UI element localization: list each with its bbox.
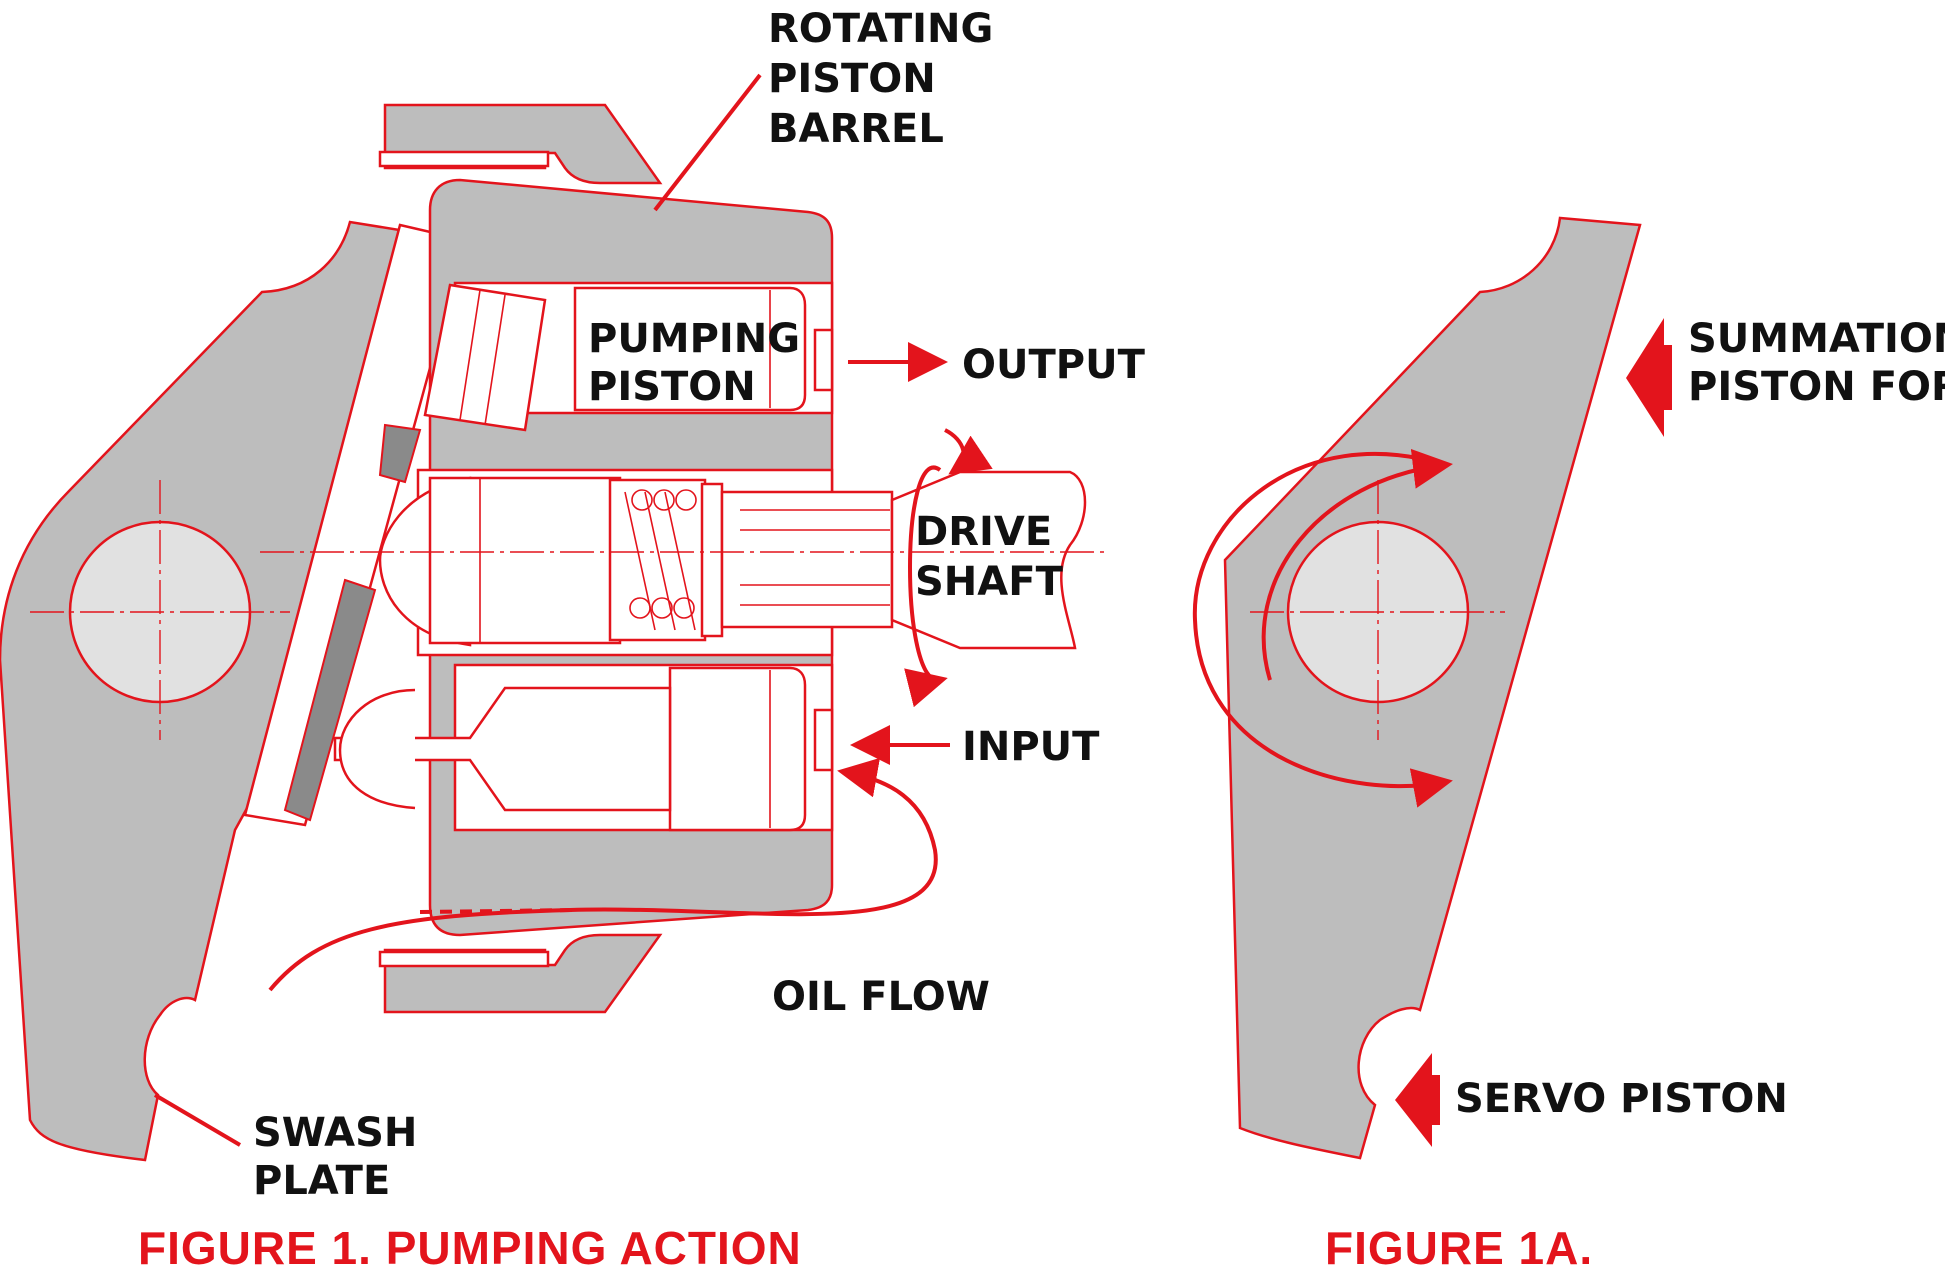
label-summation: SUMMATION OF PISTON FORCES (1688, 316, 1945, 410)
pumping-piston-upper (573, 286, 807, 412)
label-input: INPUT (962, 724, 1100, 770)
figure-1-pumping-action (0, 73, 1110, 1162)
label-output: OUTPUT (962, 342, 1146, 388)
swash-plate-1a (1223, 216, 1642, 1160)
caption-figure-1: FIGURE 1. PUMPING ACTION (138, 1222, 802, 1274)
label-drive-shaft: DRIVE SHAFT (915, 509, 1066, 605)
barrel-top-flange (383, 103, 663, 185)
figure-1a (1192, 216, 1672, 1160)
label-servo-piston: SERVO PISTON (1455, 1076, 1788, 1122)
summation-arrow (1626, 318, 1672, 437)
label-pumping-piston: PUMPING PISTON (588, 316, 814, 410)
spring (624, 489, 697, 631)
servo-arrow (1395, 1053, 1440, 1147)
label-oil-flow: OIL FLOW (772, 974, 990, 1020)
swash-plate-body (0, 220, 432, 1162)
drive-shaft (720, 428, 1087, 708)
label-rotating-barrel: ROTATING PISTON BARREL (768, 6, 1007, 152)
label-swash-plate: SWASH PLATE (253, 1110, 431, 1204)
caption-figure-1a: FIGURE 1A. (1325, 1222, 1593, 1274)
oil-flow-curve (268, 757, 938, 992)
barrel-bottom-flange (383, 933, 663, 1014)
pumping-piston-lower (668, 666, 807, 832)
